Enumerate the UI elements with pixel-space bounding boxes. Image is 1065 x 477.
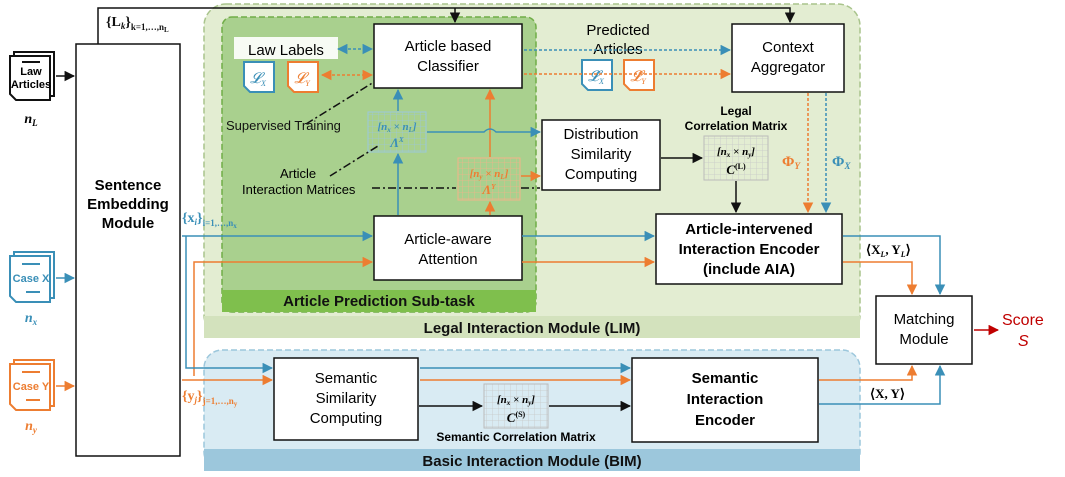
legal-corr-label-2: Correlation Matrix (685, 119, 788, 133)
svg-text:[nx × ny]: [nx × ny] (717, 146, 755, 159)
supervised-training-line (305, 81, 375, 125)
law-embedding-flow (97, 7, 796, 44)
svg-text:Similarity: Similarity (316, 390, 377, 407)
svg-text:Attention: Attention (418, 251, 477, 268)
svg-text:Computing: Computing (310, 410, 383, 427)
svg-text:[nx × nL]: [nx × nL] (377, 121, 416, 134)
svg-text:Similarity: Similarity (571, 146, 632, 163)
svg-text:[ny × nL]: [ny × nL] (470, 168, 509, 181)
predicted-x-icon: 𝓛̂X (581, 59, 613, 91)
svg-text:Aggregator: Aggregator (751, 59, 825, 76)
legal-corr-label-1: Legal (720, 104, 751, 118)
apst-title: Article Prediction Sub-task (283, 293, 475, 310)
case-x-icon: Case X (9, 251, 55, 303)
lim-title: Legal Interaction Module (LIM) (424, 320, 641, 337)
legal-correlation-matrix: [nx × ny] C(L) (703, 135, 769, 181)
predicted-y-icon: 𝓛̂Y (623, 59, 655, 91)
lim-output-x (843, 235, 946, 296)
article-based-classifier: Article based Classifier (373, 23, 523, 89)
svg-text:C(S): C(S) (507, 410, 526, 425)
svg-text:Semantic: Semantic (315, 370, 378, 387)
semantic-similarity-computing: Semantic Similarity Computing (273, 357, 419, 441)
matching-module: Matching Module (875, 295, 973, 365)
svg-text:Sentence: Sentence (95, 177, 162, 194)
score-label: Score (1002, 312, 1044, 329)
predicted-articles-label-1: Predicted (586, 22, 649, 39)
interaction-matrices-pointer-x (329, 145, 379, 177)
svg-text:Article-aware: Article-aware (404, 231, 492, 248)
law-label-x-icon: 𝓛X (243, 61, 275, 93)
svg-text:Encoder: Encoder (695, 412, 755, 429)
law-labels-title: Law Labels (248, 42, 324, 59)
bim-output-y (819, 364, 918, 381)
law-embedding-set-label: {Lk}k=1,…,nL (106, 15, 169, 34)
semantic-correlation-matrix: [nx × ny] C(S) (483, 383, 549, 429)
law-labels: Law Labels 𝓛X 𝓛Y (234, 37, 338, 93)
case-y-count: ny (25, 419, 38, 435)
sem-corr-label: Semantic Correlation Matrix (436, 430, 596, 444)
distribution-similarity-computing: Distribution Similarity Computing (541, 119, 661, 191)
bim-output-label: ⟨X, Y⟩ (870, 386, 905, 401)
bim-title: Basic Interaction Module (BIM) (422, 453, 641, 470)
svg-text:Embedding: Embedding (87, 196, 169, 213)
svg-text:Interaction Encoder: Interaction Encoder (679, 241, 820, 258)
semantic-interaction-encoder: Semantic Interaction Encoder (631, 357, 819, 443)
law-articles-icon: Law Articles (9, 51, 55, 101)
case-y-embedding-set-label: {yj}j=1,…,ny (182, 389, 238, 408)
x-flow-to-bim (185, 236, 274, 374)
svg-text:Module: Module (899, 331, 948, 348)
svg-text:ΛX: ΛX (389, 135, 404, 150)
y-flow-up (193, 256, 374, 376)
svg-text:Distribution: Distribution (563, 126, 638, 143)
sentence-embedding-module: Sentence Embedding Module (75, 43, 181, 457)
lambda-x-matrix: [nx × nL] ΛX (367, 111, 427, 153)
score-symbol: S (1018, 333, 1029, 350)
svg-text:[nx × ny]: [nx × ny] (497, 394, 535, 407)
svg-text:(include AIA): (include AIA) (703, 261, 795, 278)
supervised-training-label: Supervised Training (226, 118, 341, 133)
lambda-y-matrix: [ny × nL] ΛY (457, 157, 521, 201)
interaction-matrices-label-2: Interaction Matrices (242, 182, 356, 197)
svg-text:Context: Context (762, 39, 815, 56)
lambda-x-to-distribution (427, 126, 542, 138)
phi-y-label: ΦY (782, 154, 801, 171)
case-x-count: nx (25, 311, 38, 327)
svg-text:ΛY: ΛY (482, 182, 497, 197)
bim-output-x (819, 364, 946, 405)
svg-text:Articles: Articles (11, 79, 51, 91)
phi-x-label: ΦX (832, 154, 851, 171)
case-y-icon: Case Y (9, 359, 55, 411)
article-intervened-interaction-encoder: Article-intervened Interaction Encoder (… (655, 213, 843, 285)
law-count: nL (24, 112, 38, 128)
lim-output-y (843, 261, 918, 296)
svg-text:Matching: Matching (894, 311, 955, 328)
svg-text:Computing: Computing (565, 166, 638, 183)
svg-text:Semantic: Semantic (692, 370, 759, 387)
svg-text:Article based: Article based (405, 38, 492, 55)
svg-text:Case Y: Case Y (13, 381, 50, 393)
context-aggregator: Context Aggregator (731, 23, 845, 93)
lim-output-label: ⟨XL, YL⟩ (866, 242, 911, 259)
interaction-matrices-label-1: Article (280, 166, 316, 181)
svg-text:Article-intervened: Article-intervened (685, 221, 813, 238)
svg-text:C(L): C(L) (726, 162, 746, 177)
svg-text:Case X: Case X (13, 273, 50, 285)
article-aware-attention: Article-aware Attention (373, 215, 523, 281)
predicted-articles-label-2: Articles (593, 41, 642, 58)
svg-text:Module: Module (102, 215, 155, 232)
law-label-y-icon: 𝓛Y (287, 61, 319, 93)
case-x-embedding-set-label: {xi}i=1,…,nx (182, 211, 237, 230)
svg-text:Classifier: Classifier (417, 58, 479, 75)
svg-text:Interaction: Interaction (687, 391, 764, 408)
svg-text:Law: Law (20, 66, 42, 78)
